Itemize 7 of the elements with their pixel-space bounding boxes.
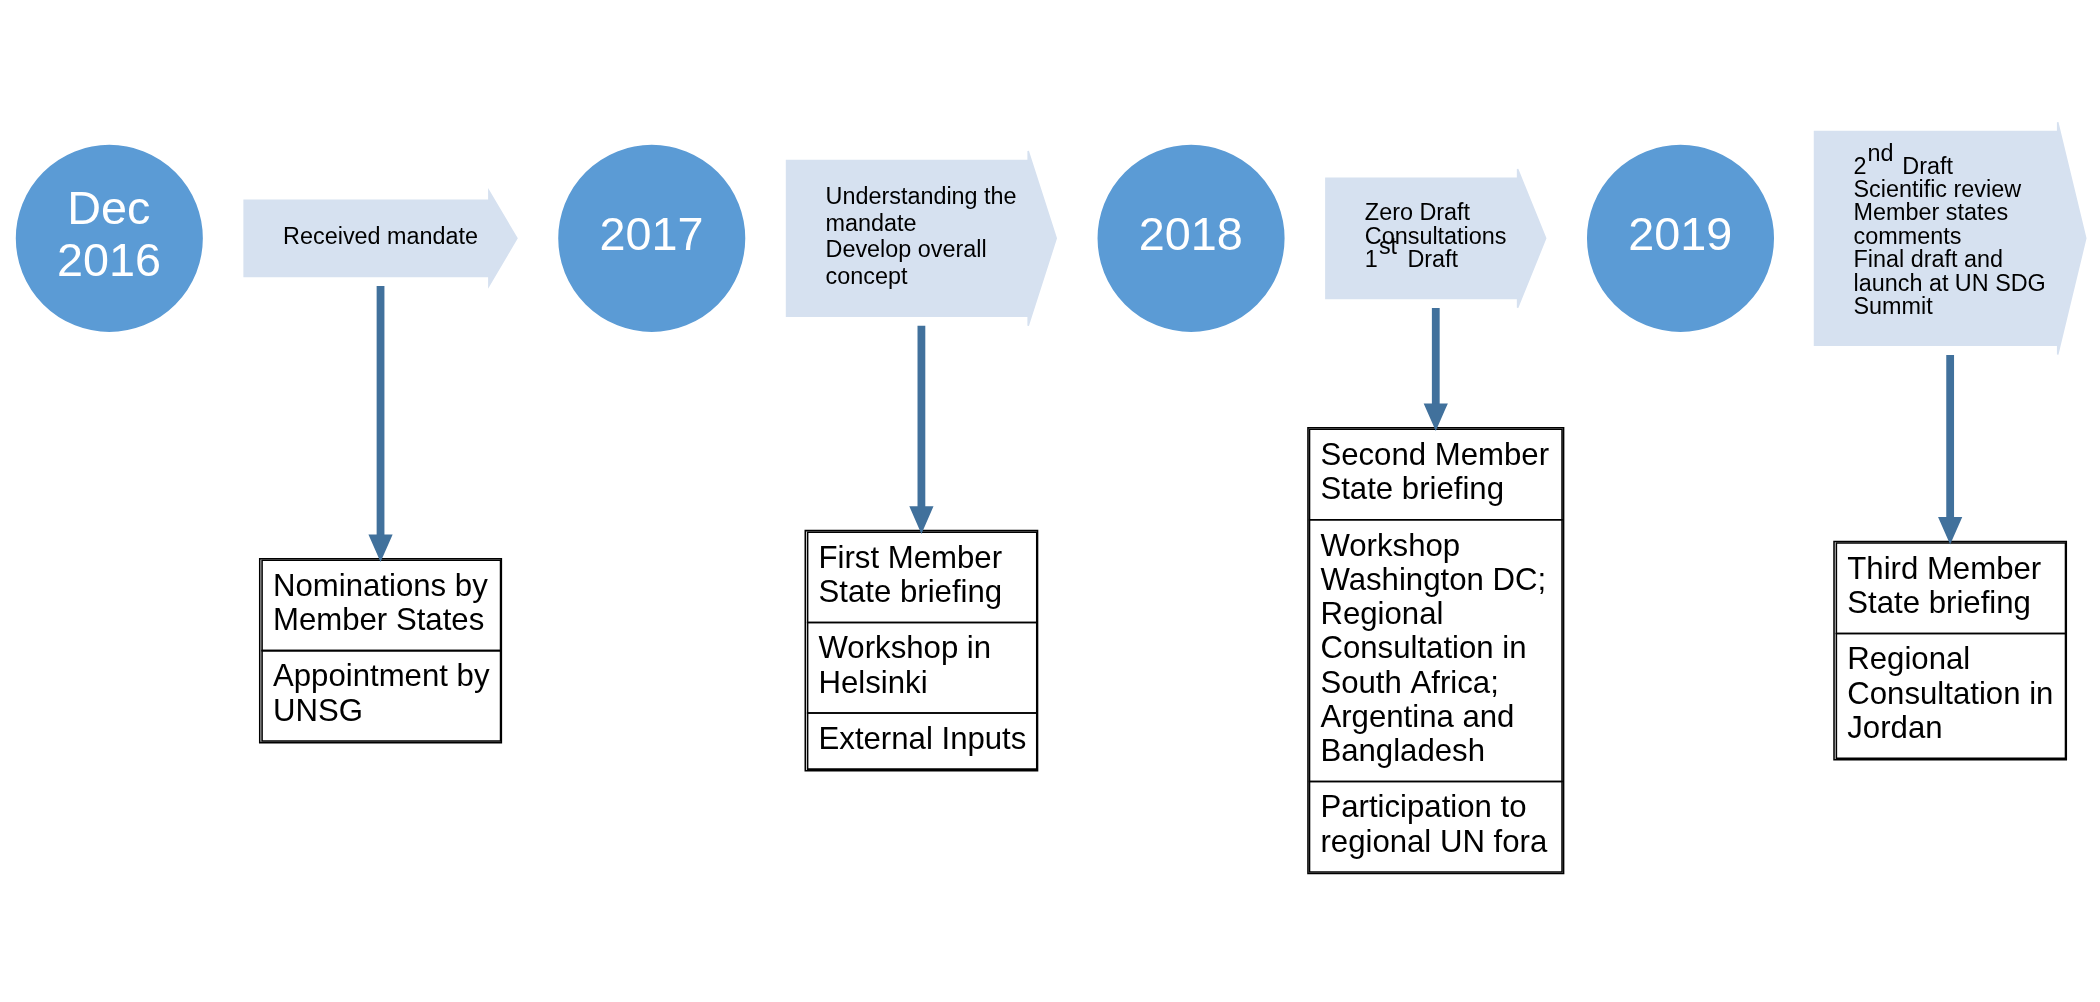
arrow bbox=[909, 325, 934, 534]
node-circle: 2018 bbox=[1094, 141, 1288, 335]
arrow bbox=[1938, 355, 1963, 545]
arrow bbox=[368, 286, 393, 563]
node-circle: 2017 bbox=[555, 141, 749, 335]
arrow bbox=[1423, 307, 1448, 432]
node-circle: Dec 2016 bbox=[12, 141, 206, 335]
